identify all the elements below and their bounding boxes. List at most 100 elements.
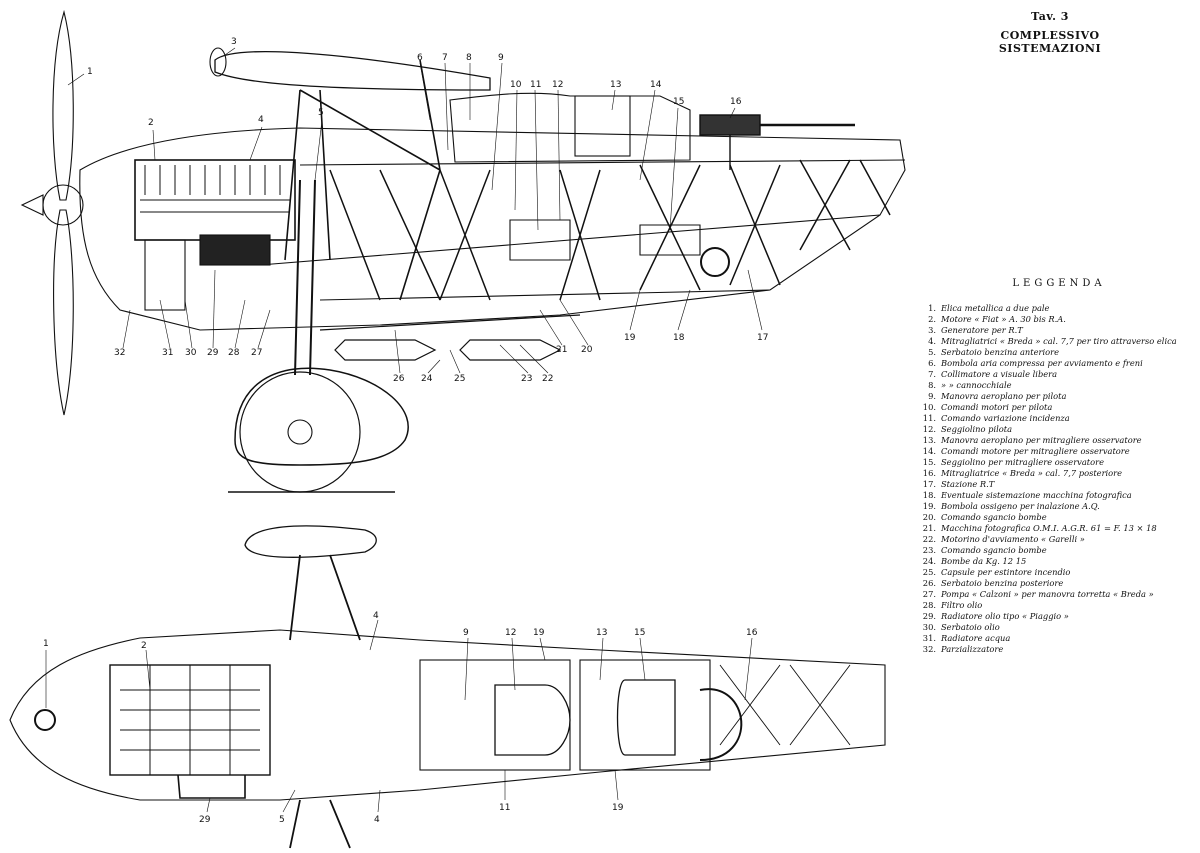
legend-item-number: 30. xyxy=(922,622,936,632)
callout-22: 22 xyxy=(542,374,553,384)
legend-item-number: 19. xyxy=(922,501,936,511)
legend-item: 6.Bombola aria compressa per avviamento … xyxy=(920,358,1198,369)
plan-view-callouts: 1 2 4 9 12 19 13 15 16 11 19 29 5 4 xyxy=(43,611,758,825)
legend-item-text: Manovra aeroplano per mitragliere osserv… xyxy=(941,435,1142,445)
wheel-fairing xyxy=(234,367,409,466)
plan-view xyxy=(9,525,886,849)
bomb-rack xyxy=(319,314,581,361)
legend-item: 21.Macchina fotografica O.M.I. A.G.R. 61… xyxy=(920,523,1198,534)
legend-item-text: Elica metallica a due pale xyxy=(941,303,1050,313)
legend-item-number: 24. xyxy=(922,556,936,566)
legend-item-text: Eventuale sistemazione macchina fotograf… xyxy=(941,490,1132,500)
legend-item-number: 17. xyxy=(922,479,936,489)
legend-item-text: Mitragliatrice « Breda » cal. 7,7 poster… xyxy=(941,468,1123,478)
callout-7: 7 xyxy=(442,53,448,63)
legend-item-text: Serbatoio benzina anteriore xyxy=(941,347,1059,357)
legend-item-text: Bombola ossigeno per inalazione A.Q. xyxy=(941,501,1100,511)
legend-item-text: Seggiolino pilota xyxy=(941,424,1013,434)
plan-callout-4-bottom: 4 xyxy=(374,815,380,825)
legend-item-text: Comando variazione incidenza xyxy=(941,413,1070,423)
legend-item: 20. Comando sgancio bombe xyxy=(920,512,1198,523)
plan-interplane-struts xyxy=(289,554,361,849)
plan-pilot-seat xyxy=(494,684,571,756)
rear-machine-gun xyxy=(699,114,855,170)
legend-item-text: Bombola aria compressa per avviamento e … xyxy=(941,358,1143,368)
propeller-blade-lower xyxy=(53,209,74,416)
plan-callout-19-top: 19 xyxy=(533,628,545,638)
legend-item-text: Radiatore acqua xyxy=(941,633,1011,643)
legend-item-number: 3. xyxy=(928,325,936,335)
callout-26: 26 xyxy=(393,374,405,384)
plan-callout-1: 1 xyxy=(43,639,49,649)
observer-seat xyxy=(574,95,631,157)
callout-25: 25 xyxy=(454,374,465,384)
plan-callout-5: 5 xyxy=(279,815,285,825)
legend-item: 32.Parzializzatore xyxy=(920,644,1198,655)
legend-item-number: 25. xyxy=(922,567,936,577)
plan-observer-cockpit xyxy=(579,659,711,771)
legend-item: 4.Mitragliatrici « Breda » cal. 7,7 per … xyxy=(920,336,1198,347)
legend-item-text: Stazione R.T xyxy=(941,479,995,489)
sheet-number: Tav. 3 xyxy=(1031,10,1069,23)
legend-item-text: Collimatore a visuale libera xyxy=(941,369,1058,379)
legend-item-number: 13. xyxy=(922,435,936,445)
upper-wing-section xyxy=(214,50,491,91)
legend-item-text: Serbatoio olio xyxy=(941,622,1000,632)
callout-30: 30 xyxy=(185,348,197,358)
legend-item-text: Serbatoio benzina posteriore xyxy=(941,578,1064,588)
legend-item-number: 15. xyxy=(922,457,936,467)
legend-item: 15.Seggiolino per mitragliere osservator… xyxy=(920,457,1198,468)
legend-item-number: 26. xyxy=(922,578,936,588)
legend-item-text: Bombe da Kg. 12 15 xyxy=(941,556,1027,566)
legend-item-number: 28. xyxy=(922,600,936,610)
legend-item: 28.Filtro olio xyxy=(920,600,1198,611)
plan-callout-15: 15 xyxy=(634,628,645,638)
wheel-hub xyxy=(287,419,313,445)
pilot-seat xyxy=(509,219,571,261)
callout-20: 20 xyxy=(581,345,593,355)
callout-8: 8 xyxy=(466,53,472,63)
oxygen-bottle xyxy=(700,247,730,277)
plan-view-leader-lines xyxy=(45,619,753,813)
legend-item: 7.Collimatore a visuale libera xyxy=(920,369,1198,380)
callout-2: 2 xyxy=(148,118,154,128)
legend-item-text: Generatore per R.T xyxy=(941,325,1023,335)
cabane-struts xyxy=(284,59,441,301)
legend-item-text: Comando sgancio bombe xyxy=(941,545,1047,555)
callout-9: 9 xyxy=(498,53,504,63)
plan-callout-4: 4 xyxy=(373,611,379,621)
landing-wheel xyxy=(239,371,361,493)
legend-item: 10. Comandi motori per pilota xyxy=(920,402,1198,413)
plan-spinner xyxy=(34,709,56,731)
callout-18: 18 xyxy=(673,333,685,343)
legend-item-number: 10. xyxy=(922,402,936,412)
legend-item: 31.Radiatore acqua xyxy=(920,633,1198,644)
generator xyxy=(209,47,227,77)
legend-item-number: 4. xyxy=(928,336,936,346)
legend-item-text: » » cannocchiale xyxy=(941,380,1012,390)
legend-item-text: Manovra aeroplano per pilota xyxy=(941,391,1067,401)
callout-23: 23 xyxy=(521,374,532,384)
callout-16: 16 xyxy=(730,97,742,107)
legend-item-text: Comandi motori per pilota xyxy=(941,402,1053,412)
plan-callout-16: 16 xyxy=(746,628,758,638)
fuselage-outline xyxy=(79,127,906,331)
legend-item: 30. Serbatoio olio xyxy=(920,622,1198,633)
legend-item: 12.Seggiolino pilota xyxy=(920,424,1198,435)
legend-item: 1.Elica metallica a due pale xyxy=(920,303,1198,314)
legend-item-number: 20. xyxy=(922,512,936,522)
legend-heading: LEGGENDA xyxy=(1012,278,1106,289)
legend-item: 25.Capsule per estintore incendio xyxy=(920,567,1198,578)
callout-10: 10 xyxy=(510,80,522,90)
legend-item: 2.Motore « Fiat » A. 30 bis R.A. xyxy=(920,314,1198,325)
plan-fuselage-truss xyxy=(719,664,851,746)
plan-radiator xyxy=(177,774,246,799)
cockpit-canopy xyxy=(449,92,691,163)
gunner-seat xyxy=(639,224,701,256)
legend-item-text: Comando sgancio bombe xyxy=(941,512,1047,522)
legend-item-number: 5. xyxy=(928,347,936,357)
callout-15: 15 xyxy=(673,97,684,107)
plan-callout-29: 29 xyxy=(199,815,211,825)
